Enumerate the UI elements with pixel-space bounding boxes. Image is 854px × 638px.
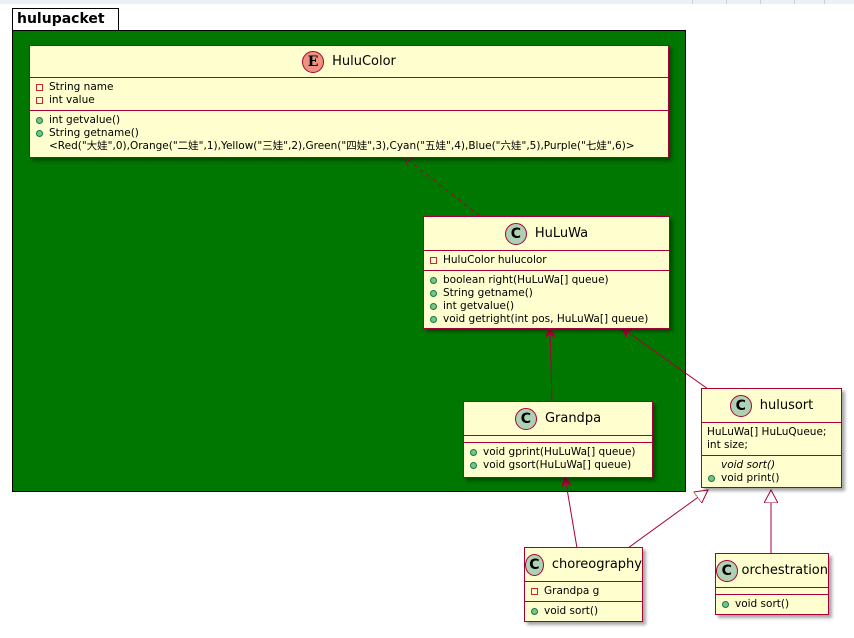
methods-section: boolean right(HuLuWa[] queue) String get… xyxy=(424,271,669,329)
toolbar-cell xyxy=(760,0,795,4)
field-row: int value xyxy=(36,94,662,107)
class-header: C HuLuWa xyxy=(424,217,669,251)
methods-section: void sort() xyxy=(525,602,642,621)
class-hulusort[interactable]: C hulusort HuLuWa[] HuLuQueue; int size;… xyxy=(701,388,842,488)
class-header: E HuluColor xyxy=(30,46,668,78)
class-header: C Grandpa xyxy=(464,402,652,436)
class-stereotype-icon: C xyxy=(716,559,738,582)
field-row: String name xyxy=(36,81,662,94)
method-row: void gsort(HuLuWa[] queue) xyxy=(470,459,646,472)
method-row: String getname() xyxy=(36,127,662,140)
class-name: choreography xyxy=(551,557,642,572)
class-orchestration[interactable]: C orchestration void sort() xyxy=(715,553,829,615)
window-top-strip xyxy=(0,0,854,4)
public-icon xyxy=(722,601,729,608)
methods-section: void sort() xyxy=(716,595,828,614)
method-row: void getright(int pos, HuLuWa[] queue) xyxy=(430,313,663,326)
fields-section: HuLuWa[] HuLuQueue; int size; xyxy=(702,423,841,456)
class-stereotype-icon: C xyxy=(525,553,544,576)
private-icon xyxy=(36,97,43,104)
association-hulusort-huluwa xyxy=(622,328,709,390)
method-row: void sort() xyxy=(722,598,822,611)
class-name: HuluColor xyxy=(332,54,396,69)
toolbar-cell xyxy=(794,0,825,4)
public-icon xyxy=(470,462,477,469)
class-hulucolor[interactable]: E HuluColor String name int value int ge… xyxy=(29,45,669,158)
field-row: Grandpa g xyxy=(531,585,636,598)
package-tab: hulupacket xyxy=(12,8,119,30)
methods-section: int getvalue() String getname() <Red("大娃… xyxy=(30,111,668,156)
class-stereotype-icon: C xyxy=(504,222,527,245)
class-header: C hulusort xyxy=(702,389,841,423)
fields-section: Grandpa g xyxy=(525,582,642,602)
class-name: orchestration xyxy=(741,563,828,578)
public-icon xyxy=(36,130,43,137)
field-row: int size; xyxy=(707,439,748,451)
field-row: HuLuWa[] HuLuQueue; xyxy=(707,426,827,438)
method-row: String getname() xyxy=(430,287,663,300)
methods-section: void sort() void print() xyxy=(702,456,841,488)
public-icon xyxy=(430,316,437,323)
class-choreography[interactable]: C choreography Grandpa g void sort() xyxy=(524,547,643,622)
class-name: hulusort xyxy=(759,398,814,413)
class-stereotype-icon: C xyxy=(729,394,752,417)
fields-section: String name int value xyxy=(30,78,668,111)
method-row: void sort() xyxy=(721,459,776,471)
public-icon xyxy=(470,449,477,456)
method-row: void print() xyxy=(708,472,835,485)
association-choreography-grandpa xyxy=(565,477,578,549)
association-grandpa-huluwa xyxy=(550,328,552,403)
class-huluwa[interactable]: C HuLuWa HuluColor hulucolor boolean rig… xyxy=(423,216,670,329)
toolbar-cell xyxy=(726,0,761,4)
method-row: int getvalue() xyxy=(36,114,662,127)
public-icon xyxy=(708,475,715,482)
methods-section: void gprint(HuLuWa[] queue) void gsort(H… xyxy=(464,443,652,475)
fields-section xyxy=(716,588,828,595)
toolbar-cell xyxy=(824,0,854,4)
method-row: int getvalue() xyxy=(430,300,663,313)
fields-section xyxy=(464,436,652,443)
method-row: void sort() xyxy=(531,605,636,618)
inheritance-choreography-hulusort xyxy=(627,490,708,549)
package-name: hulupacket xyxy=(17,11,105,27)
toolbar-cell xyxy=(692,0,727,4)
public-icon xyxy=(36,117,43,124)
field-row: HuluColor hulucolor xyxy=(430,254,663,267)
class-stereotype-icon: C xyxy=(514,407,537,430)
method-row: boolean right(HuLuWa[] queue) xyxy=(430,274,663,287)
enum-values-row: <Red("大娃",0),Orange("二娃",1),Yellow("三娃",… xyxy=(49,140,635,152)
method-row: void gprint(HuLuWa[] queue) xyxy=(470,446,646,459)
public-icon xyxy=(430,277,437,284)
fields-section: HuluColor hulucolor xyxy=(424,251,669,271)
class-header: C choreography xyxy=(525,548,642,582)
public-icon xyxy=(531,608,538,615)
private-icon xyxy=(36,84,43,91)
class-name: HuLuWa xyxy=(534,226,589,241)
class-name: Grandpa xyxy=(544,411,602,426)
public-icon xyxy=(430,303,437,310)
private-icon xyxy=(531,588,538,595)
enum-stereotype-icon: E xyxy=(302,50,325,73)
class-header: C orchestration xyxy=(716,554,828,588)
class-grandpa[interactable]: C Grandpa void gprint(HuLuWa[] queue) vo… xyxy=(463,401,653,478)
dependency-huluwa-hulucolor xyxy=(404,157,481,217)
private-icon xyxy=(430,257,437,264)
public-icon xyxy=(430,290,437,297)
